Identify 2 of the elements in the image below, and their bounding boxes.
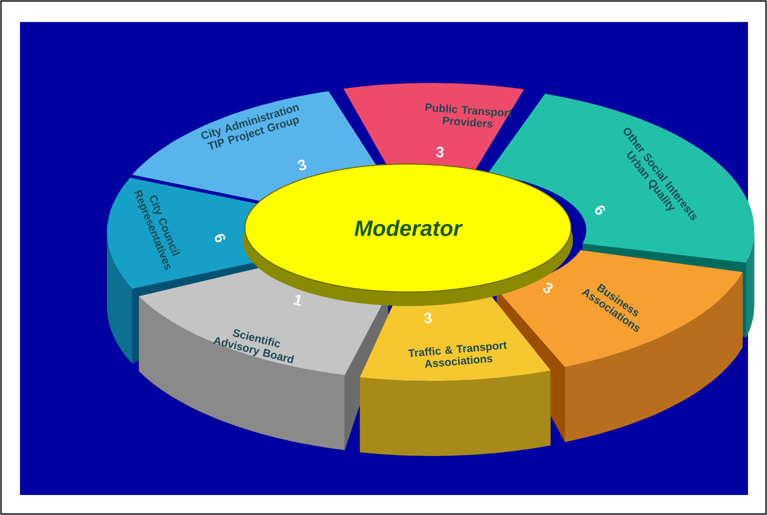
ring-segment: Public Transport Providers 3 (343, 83, 524, 171)
node-label: 3 (543, 282, 553, 294)
